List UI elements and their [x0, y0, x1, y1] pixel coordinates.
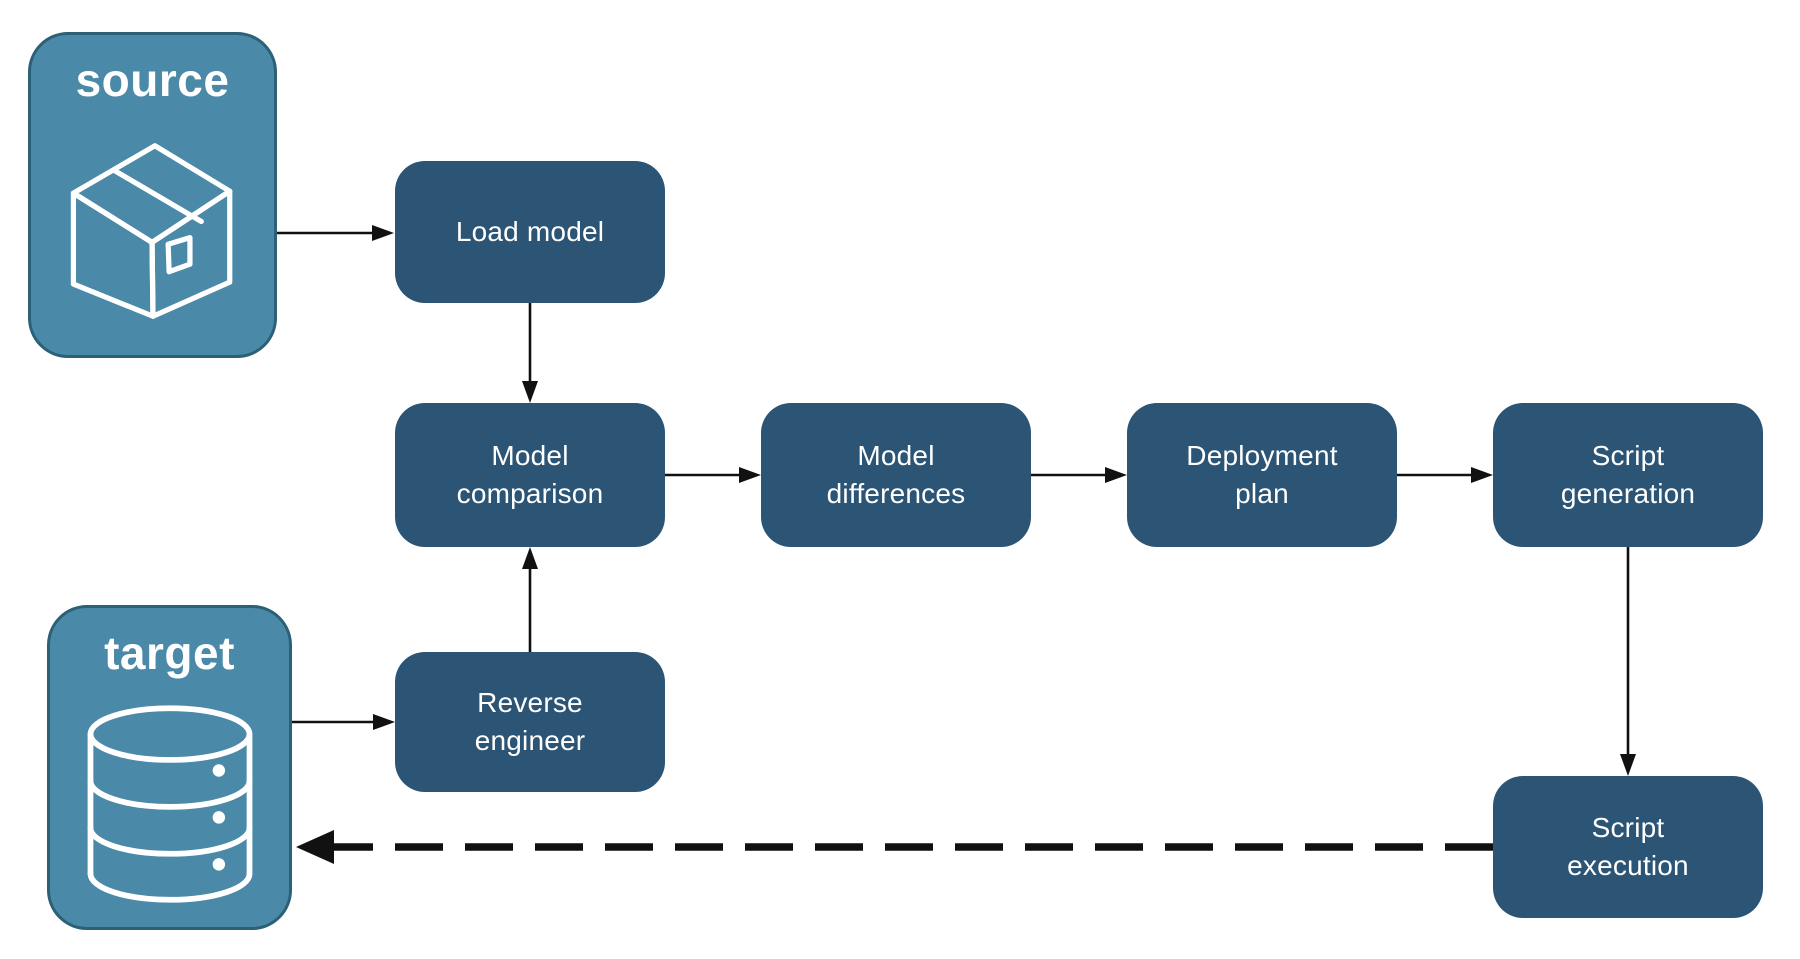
edge-source-to-load-model — [277, 225, 394, 241]
source-label: source — [75, 54, 230, 106]
node-deployment-plan: Deployment plan — [1127, 403, 1397, 547]
node-label: Deployment plan — [1186, 440, 1338, 509]
node-label: Reverse engineer — [474, 687, 586, 756]
edge-script-generation-to-script-execution — [1620, 547, 1636, 776]
edge-reverse-engineer-to-model-comparison — [522, 547, 538, 652]
edge-load-model-to-model-comparison — [522, 303, 538, 403]
edge-model-differences-to-deployment-plan — [1031, 467, 1127, 483]
edge-model-comparison-to-model-differences — [665, 467, 761, 483]
node-reverse-engineer: Reverse engineer — [395, 652, 665, 792]
node-script-generation: Script generation — [1493, 403, 1763, 547]
node-label: Script generation — [1560, 440, 1696, 509]
node-model-comparison: Model comparison — [395, 403, 665, 547]
node-label: Model comparison — [456, 440, 604, 509]
endpoint-target: target — [47, 605, 292, 930]
edge-target-to-reverse-engineer — [292, 714, 395, 730]
node-label: Model differences — [826, 440, 966, 509]
node-label: Script execution — [1567, 812, 1689, 881]
endpoint-source: source — [28, 32, 277, 358]
node-script-execution: Script execution — [1493, 776, 1763, 918]
database-icon — [50, 680, 289, 927]
edge-script-execution-to-target-dashed — [296, 830, 1493, 864]
target-label: target — [104, 627, 235, 679]
package-box-icon — [31, 107, 274, 355]
node-model-differences: Model differences — [761, 403, 1031, 547]
node-label: Load model — [455, 216, 605, 248]
edge-deployment-plan-to-script-generation — [1397, 467, 1493, 483]
node-load-model: Load model — [395, 161, 665, 303]
